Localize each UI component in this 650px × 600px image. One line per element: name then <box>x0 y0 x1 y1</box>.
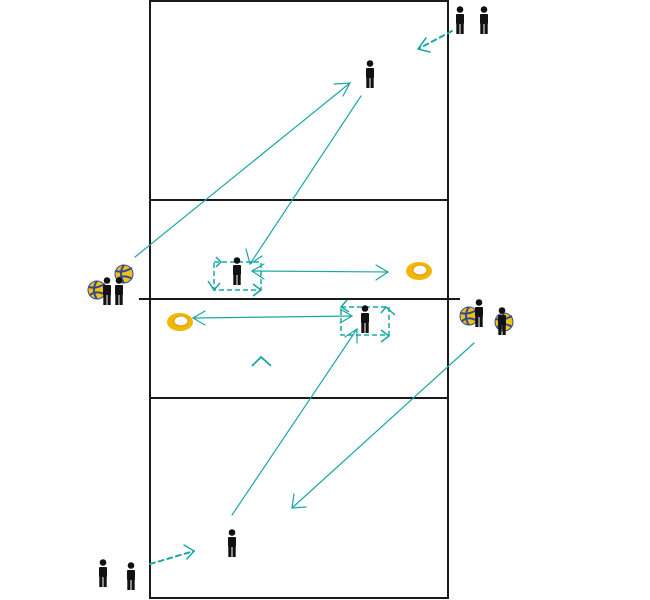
arrow-right-to-bottom-court <box>291 342 475 509</box>
arrow-bottom-player-to-setter-right <box>231 327 358 516</box>
dashed-arrow-top-right <box>416 30 453 53</box>
arrow-top-player-to-setter-left <box>245 95 362 265</box>
person-icon <box>228 529 236 557</box>
person-icon <box>103 277 111 305</box>
person-icon <box>115 277 123 305</box>
cone-icon <box>166 312 194 332</box>
arrow-setter-left-cone-double <box>250 263 390 281</box>
person-icon <box>127 562 135 590</box>
dashed-arrow-bottom-left <box>149 544 196 565</box>
court <box>139 0 460 599</box>
person-icon <box>233 257 241 285</box>
person-icon <box>99 559 107 587</box>
chevron-up-icon <box>251 355 272 367</box>
person-icon <box>475 299 483 327</box>
person-icon <box>456 6 464 34</box>
person-icon <box>480 6 488 34</box>
person-icon <box>361 305 369 333</box>
cone-icon <box>405 261 433 281</box>
setter-move-box-left <box>207 256 263 297</box>
arrow-cone-left-setter-right-double <box>191 308 354 326</box>
dashed-arrows <box>149 30 453 565</box>
arrow-left-to-top-player <box>134 82 352 258</box>
solid-arrows <box>134 82 475 516</box>
person-icon <box>366 60 374 88</box>
